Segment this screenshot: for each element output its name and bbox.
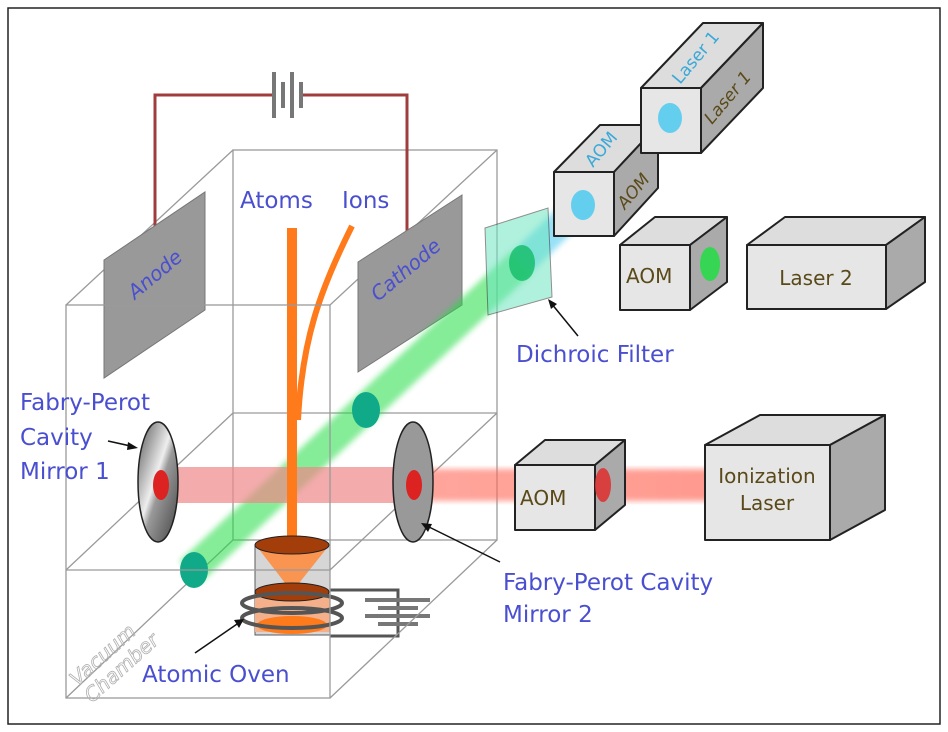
arrow (550, 302, 579, 337)
mirror1-label-line1: Fabry-Perot (20, 390, 150, 416)
arrow (424, 524, 501, 563)
mirror2-label-line1: Fabry-Perot Cavity (503, 570, 713, 596)
aom-red: AOM (514, 439, 626, 531)
battery-icon (272, 72, 303, 118)
battery-icon (365, 598, 430, 626)
ionization-laser: Ionization Laser (704, 414, 886, 541)
svg-text:Laser: Laser (740, 491, 795, 515)
anode-plate (103, 191, 206, 379)
mirror1-label-line3: Mirror 1 (20, 459, 110, 485)
vacuum-chamber (65, 149, 498, 699)
svg-text:Laser 2: Laser 2 (779, 266, 852, 290)
aom-blue: AOM AOM (553, 124, 659, 237)
arrow (194, 621, 241, 654)
mirror-1 (137, 421, 179, 543)
ion-beam (295, 224, 355, 421)
mirror1-label-line2: Cavity (20, 425, 93, 451)
aom-green: AOM (619, 216, 728, 311)
laser-2: Laser 2 (746, 216, 926, 310)
beam-spot (352, 392, 380, 428)
atomic-oven (240, 535, 430, 638)
atoms-label: Atoms (240, 188, 313, 214)
svg-text:AOM: AOM (626, 264, 672, 288)
red-ionization-beam (160, 467, 720, 503)
svg-text:AOM: AOM (520, 486, 566, 510)
mirror2-label-line2: Mirror 2 (503, 602, 593, 628)
oven-label: Atomic Oven (142, 662, 290, 688)
high-voltage-circuit (153, 72, 409, 240)
frame (7, 7, 941, 725)
mirror-2 (392, 421, 434, 543)
dichroic-label: Dichroic Filter (516, 342, 674, 368)
ions-label: Ions (342, 188, 389, 214)
vacuum-chamber-front (65, 304, 498, 699)
svg-text:Ionization: Ionization (718, 464, 815, 488)
dichroic-filter (484, 207, 553, 316)
laser-1: Laser 1 Laser 1 (640, 22, 764, 154)
